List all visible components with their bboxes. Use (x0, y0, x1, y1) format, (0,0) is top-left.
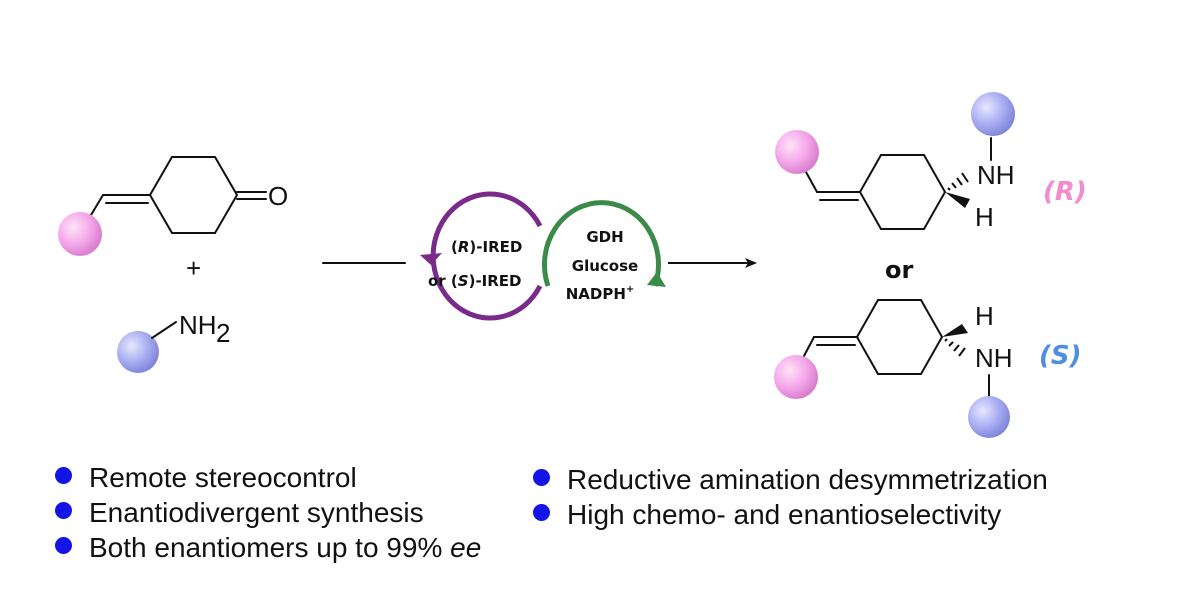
pink-substituent-sphere (775, 130, 819, 174)
or-separator: or (885, 256, 913, 284)
product-r-nh: NH (977, 160, 1015, 190)
bullet-text: Enantiodivergent synthesis (89, 497, 424, 528)
amine-reactant: NH 2 (117, 310, 230, 373)
product-s: H NH (S) (774, 299, 1082, 438)
pink-substituent-sphere (58, 212, 102, 256)
pink-substituent-sphere (774, 355, 818, 399)
ired-line-2: or (S)-IRED (428, 272, 522, 290)
bullet-list-right: Reductive amination desymmetrization Hig… (533, 462, 1048, 532)
bullet-text: High chemo- and enantioselectivity (567, 499, 1002, 530)
solid-wedge-bond (942, 324, 968, 337)
gdh-cycle: GDH Glucose NADPH+ (542, 200, 666, 303)
blue-substituent-sphere (971, 92, 1015, 136)
glucose-label: Glucose (572, 257, 638, 275)
bullet-list-left: Remote stereocontrol Enantiodivergent sy… (55, 460, 481, 565)
bullet-dot-icon (55, 502, 72, 519)
ired-line-1: (R)-IRED (451, 238, 522, 256)
ired-cycle-arrowhead (420, 253, 442, 265)
bullet-text: Both enantiomers up to 99% (89, 532, 451, 563)
blue-substituent-sphere (117, 331, 159, 373)
bullet-item: Enantiodivergent synthesis (55, 495, 481, 530)
bullet-item: Remote stereocontrol (55, 460, 481, 495)
bullet-item: Both enantiomers up to 99% ee (55, 530, 481, 565)
reaction-scheme: O + NH 2 (R)-IRED or (S)-IRED GDH Glucos… (58, 92, 1087, 438)
bullet-item: Reductive amination desymmetrization (533, 462, 1048, 497)
carbonyl-oxygen: O (268, 181, 288, 211)
solid-wedge-bond (945, 192, 970, 208)
product-s-h: H (975, 301, 994, 331)
blue-substituent-sphere (968, 396, 1010, 438)
ired-cycle: (R)-IRED or (S)-IRED (420, 191, 543, 321)
gdh-cycle-arrowhead (647, 272, 666, 287)
bullet-dot-icon (55, 467, 72, 484)
r-descriptor-label: (R) (1043, 177, 1087, 207)
bullet-text-italic: ee (450, 532, 482, 563)
nadph-label: NADPH+ (566, 284, 635, 303)
bullet-dot-icon (533, 504, 550, 521)
amine-nh: NH (179, 310, 217, 340)
hashed-wedge-bond (947, 172, 969, 191)
plus-sign: + (186, 253, 201, 283)
hashed-wedge-bond (944, 338, 966, 357)
gdh-label: GDH (586, 228, 623, 246)
ketone-reactant: O (58, 156, 288, 256)
bullet-text: Remote stereocontrol (89, 462, 357, 493)
bullet-text: Reductive amination desymmetrization (567, 464, 1048, 495)
bullet-dot-icon (55, 537, 72, 554)
product-s-nh: NH (975, 343, 1013, 373)
amine-subscript: 2 (216, 318, 230, 348)
s-descriptor-label: (S) (1039, 341, 1082, 371)
bullet-dot-icon (533, 469, 550, 486)
product-r: NH H (R) (775, 92, 1087, 232)
product-r-h: H (975, 202, 994, 232)
bullet-item: High chemo- and enantioselectivity (533, 497, 1048, 532)
